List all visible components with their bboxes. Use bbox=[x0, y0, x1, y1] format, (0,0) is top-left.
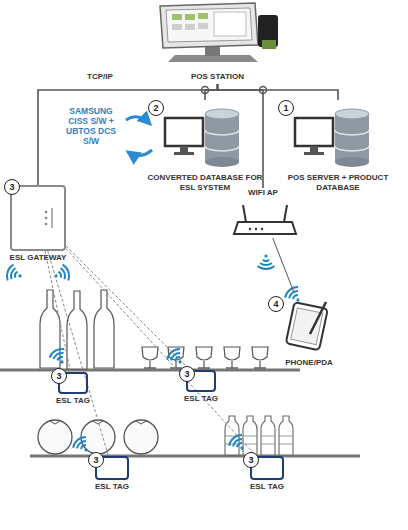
payment-card bbox=[262, 40, 276, 49]
node-label: POS SERVER + PRODUCT DATABASE bbox=[272, 173, 404, 193]
wireless-waves bbox=[258, 254, 275, 269]
esl-tag: 3ESL TAG bbox=[58, 372, 88, 394]
wine-bottle bbox=[67, 291, 87, 369]
link-line bbox=[273, 238, 294, 292]
tablet-screen bbox=[291, 308, 323, 345]
router-body bbox=[234, 222, 296, 234]
protocol-label: TCP/IP bbox=[70, 72, 130, 82]
router-led bbox=[249, 228, 251, 230]
pos-button bbox=[198, 23, 208, 29]
bus-junction bbox=[260, 87, 267, 94]
gateway-led bbox=[45, 211, 48, 214]
database-node: 1POS SERVER + PRODUCT DATABASE bbox=[272, 100, 404, 195]
wine-glass bbox=[196, 347, 212, 368]
pos-button bbox=[185, 24, 195, 30]
wine-glass bbox=[252, 347, 268, 368]
software-label: SAMSUNG CISS S/W + UBTOS DCS S/W bbox=[64, 106, 118, 146]
wireless-link bbox=[66, 246, 190, 370]
network-line bbox=[38, 84, 218, 185]
tomato-stem bbox=[93, 421, 103, 424]
callout-number: 3 bbox=[179, 366, 195, 382]
pos-screen-frame bbox=[160, 3, 258, 48]
node-label: WIFI AP bbox=[228, 188, 298, 198]
wireless-waves bbox=[52, 264, 72, 285]
tablet-body bbox=[286, 302, 328, 350]
pos-button bbox=[172, 24, 182, 30]
callout-number: 3 bbox=[51, 368, 67, 384]
esl-tag: 3ESL TAG bbox=[186, 370, 216, 392]
gateway-detail bbox=[51, 208, 53, 228]
tomato-stem bbox=[50, 421, 60, 424]
pos-button bbox=[198, 13, 208, 19]
bus-junction bbox=[202, 87, 209, 94]
router-led bbox=[255, 228, 257, 230]
node-label: PHONE/PDA bbox=[268, 358, 350, 368]
callout-number: 3 bbox=[4, 179, 20, 195]
pos-button bbox=[185, 14, 195, 20]
esl-tag: 3ESL TAG bbox=[95, 456, 129, 480]
database-node: 2CONVERTED DATABASE FOR ESL SYSTEM bbox=[146, 100, 264, 195]
node-label: ESL TAG bbox=[184, 394, 218, 404]
sync-arrow bbox=[128, 150, 152, 156]
esl-tag: 3ESL TAG bbox=[250, 456, 284, 480]
gateway-box: 3ESL GATEWAY bbox=[10, 185, 66, 251]
wireless-waves bbox=[5, 264, 25, 285]
tomato bbox=[124, 420, 158, 454]
router-led bbox=[261, 228, 263, 230]
tomato bbox=[38, 420, 72, 454]
wifi-access-point: WIFI AP bbox=[228, 188, 298, 238]
pos-station: POS STATION bbox=[150, 2, 285, 84]
stylus bbox=[310, 302, 326, 334]
network-line bbox=[205, 84, 218, 100]
wine-glass bbox=[224, 347, 240, 368]
wine-glass bbox=[142, 347, 158, 368]
node-label: CONVERTED DATABASE FOR ESL SYSTEM bbox=[146, 173, 264, 193]
water-bottle bbox=[261, 416, 275, 455]
pos-receipt-area bbox=[214, 12, 246, 36]
node-label: POS STATION bbox=[150, 72, 285, 82]
wireless-link bbox=[48, 251, 109, 456]
water-bottle bbox=[279, 416, 293, 455]
callout-number: 4 bbox=[268, 296, 284, 312]
router-antenna bbox=[284, 205, 287, 222]
node-label: ESL TAG bbox=[250, 482, 284, 492]
database-icon bbox=[165, 109, 239, 167]
router-antenna bbox=[243, 205, 246, 222]
node-label: ESL TAG bbox=[56, 396, 90, 406]
gateway-body bbox=[12, 187, 64, 249]
gateway-led bbox=[45, 217, 48, 220]
callout-number: 3 bbox=[88, 452, 104, 468]
shelf bbox=[30, 455, 360, 458]
callout-number: 2 bbox=[148, 100, 164, 116]
wireless-waves bbox=[283, 285, 305, 307]
network-line bbox=[218, 84, 264, 188]
database-icon bbox=[295, 109, 369, 167]
node-label: ESL TAG bbox=[95, 482, 129, 492]
tomato-stem bbox=[136, 421, 146, 424]
wireless-link bbox=[66, 249, 256, 456]
water-bottle bbox=[243, 416, 257, 455]
wireless-waves bbox=[227, 433, 249, 455]
callout-number: 3 bbox=[243, 452, 259, 468]
pos-button bbox=[172, 14, 182, 20]
network-line bbox=[218, 84, 339, 100]
callout-number: 1 bbox=[278, 100, 294, 116]
node-label: ESL GATEWAY bbox=[10, 253, 67, 263]
sync-arrow bbox=[126, 117, 150, 124]
pos-base bbox=[168, 55, 258, 62]
wine-bottle bbox=[94, 290, 114, 368]
pos-screen bbox=[166, 8, 252, 42]
tablet bbox=[286, 302, 328, 350]
wireless-link bbox=[45, 251, 71, 372]
wireless-waves bbox=[48, 346, 70, 367]
gateway-led bbox=[45, 223, 48, 226]
phone-device: 4PHONE/PDA bbox=[268, 292, 350, 370]
shelf bbox=[0, 369, 300, 372]
